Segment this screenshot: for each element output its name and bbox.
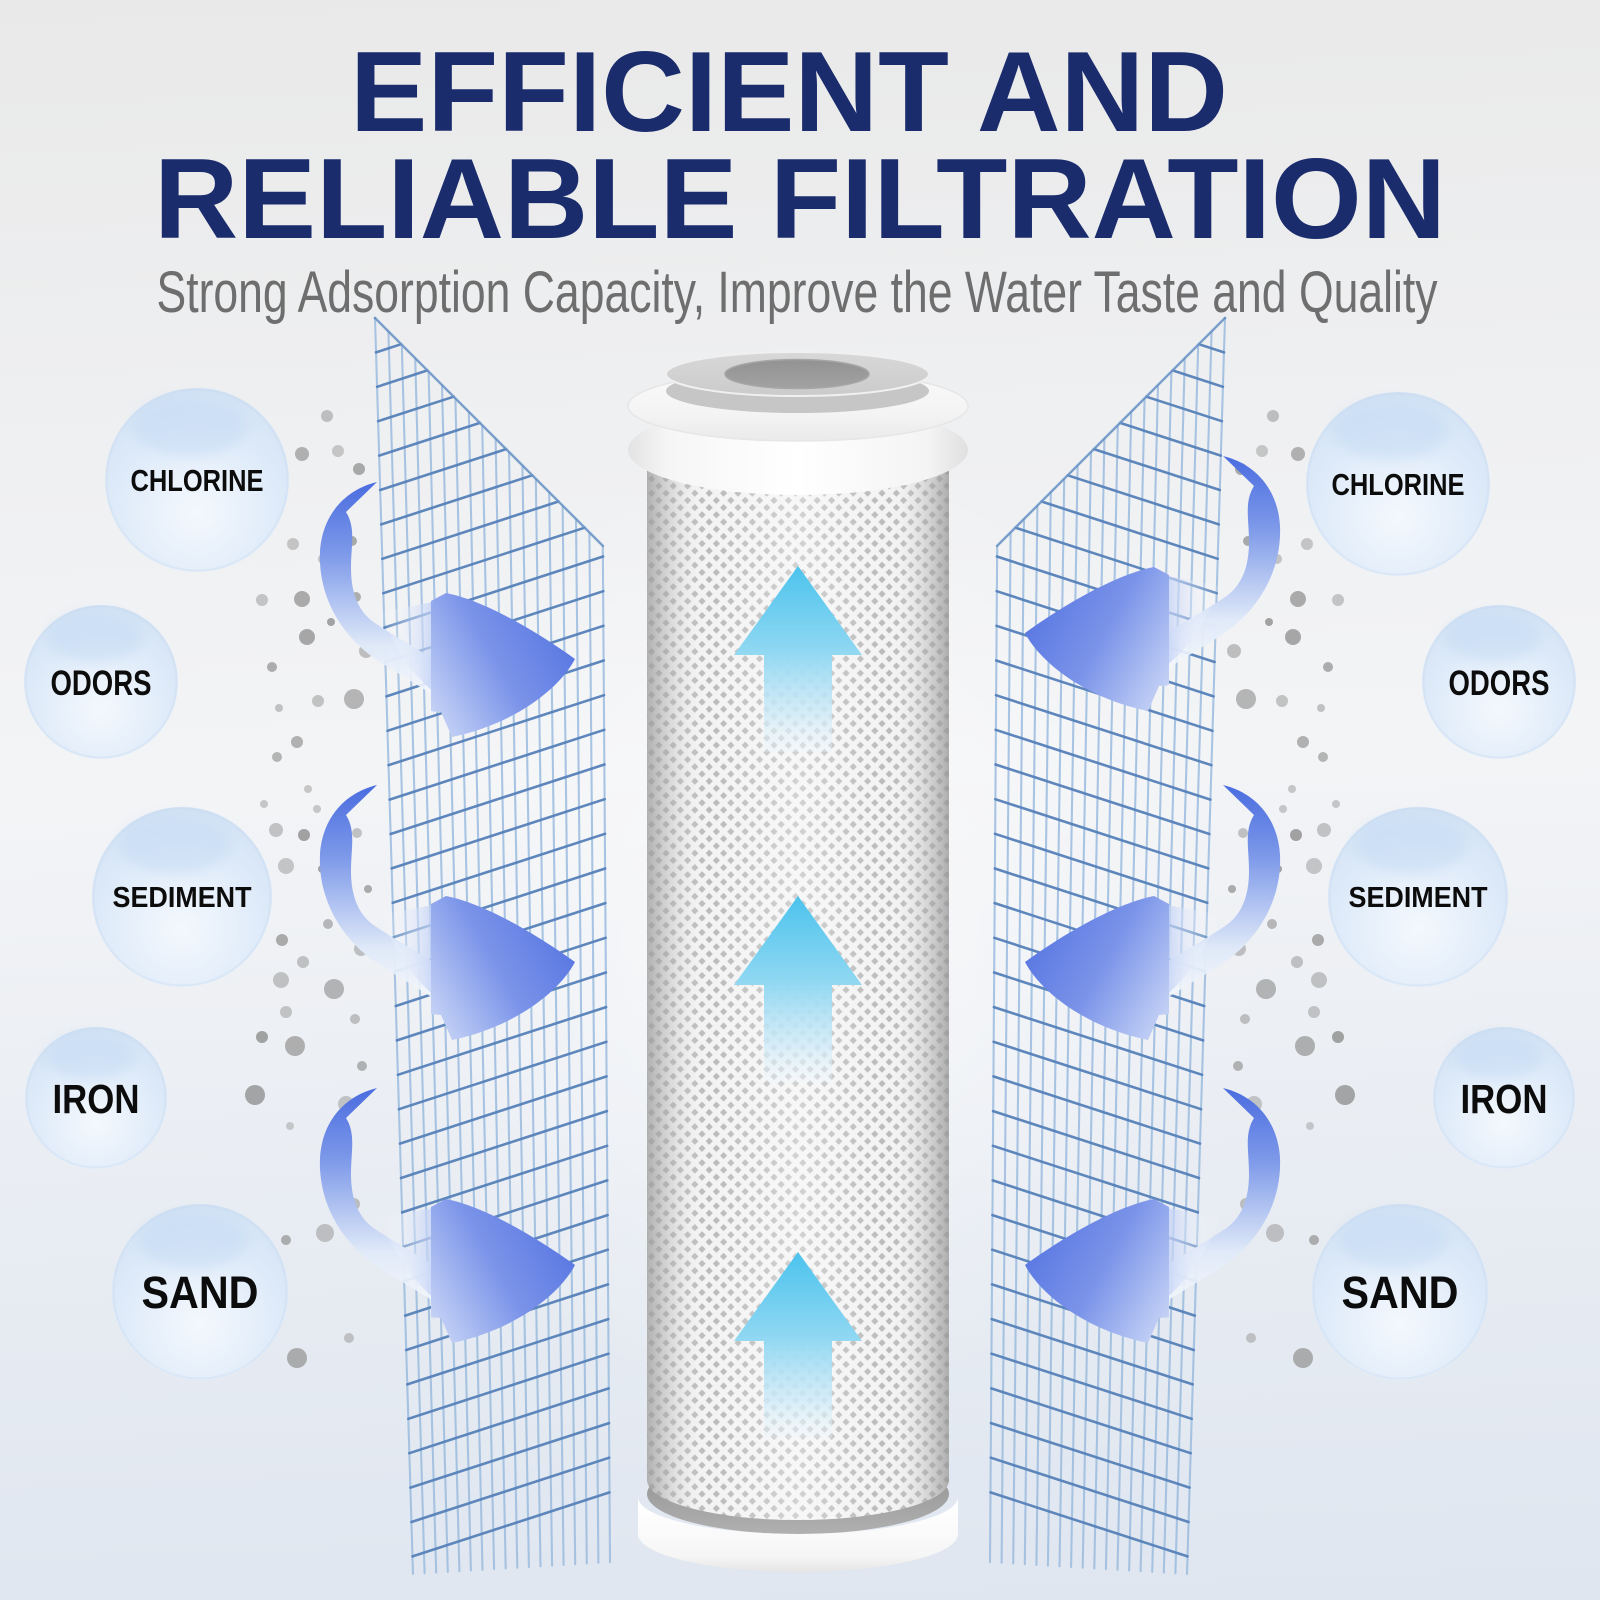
svg-text:SAND: SAND — [142, 1267, 259, 1318]
svg-text:ODORS: ODORS — [1449, 664, 1550, 703]
svg-text:CHLORINE: CHLORINE — [131, 463, 264, 498]
svg-text:RELIABLE FILTRATION: RELIABLE FILTRATION — [154, 136, 1446, 263]
svg-text:IRON: IRON — [53, 1076, 140, 1122]
svg-text:IRON: IRON — [1461, 1076, 1548, 1122]
svg-text:CHLORINE: CHLORINE — [1332, 467, 1465, 502]
svg-text:SEDIMENT: SEDIMENT — [113, 882, 252, 914]
svg-text:SEDIMENT: SEDIMENT — [1349, 882, 1488, 914]
svg-text:EFFICIENT AND: EFFICIENT AND — [350, 29, 1228, 156]
svg-text:ODORS: ODORS — [51, 664, 152, 703]
svg-text:Strong Adsorption Capacity, Im: Strong Adsorption Capacity, Improve the … — [157, 260, 1438, 325]
svg-text:SAND: SAND — [1342, 1267, 1459, 1318]
